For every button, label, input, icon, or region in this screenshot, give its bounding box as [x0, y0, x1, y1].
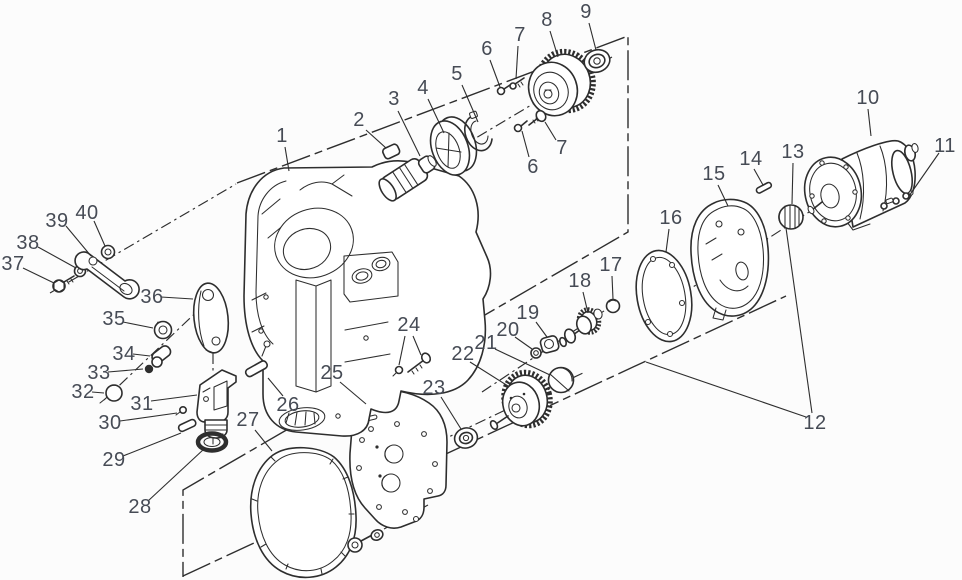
- seal-cup: [429, 116, 478, 176]
- reservoir-plate: [192, 282, 230, 354]
- end-cover: [690, 198, 770, 321]
- callout-7: 7: [514, 24, 526, 46]
- callout-11: 11: [934, 135, 956, 157]
- callout-29: 29: [102, 449, 126, 471]
- callout-5: 5: [451, 63, 463, 85]
- drive-shaft: [378, 155, 437, 202]
- pump-housing: [243, 160, 492, 437]
- mounting-screws: [392, 352, 432, 377]
- callout-19: 19: [516, 302, 540, 324]
- callout-3: 3: [388, 88, 400, 110]
- callout-15: 15: [702, 163, 726, 185]
- callout-10: 10: [856, 87, 880, 109]
- callout-22: 22: [451, 343, 475, 365]
- valve-pin-small: [177, 418, 197, 433]
- mounting-plate: [349, 389, 448, 529]
- screw-7-upper: [509, 77, 525, 90]
- callout-14: 14: [739, 148, 763, 170]
- valve-nut: [153, 320, 173, 340]
- screw-6-upper: [496, 84, 511, 96]
- callout-30: 30: [98, 412, 122, 434]
- callout-1: 1: [276, 125, 288, 147]
- callout-27: 27: [236, 409, 260, 431]
- screw-7-lower: [528, 109, 547, 126]
- callout-6: 6: [527, 156, 539, 178]
- callout-39: 39: [45, 210, 69, 232]
- bearing-lower: [453, 427, 479, 449]
- callout-2: 2: [353, 109, 365, 131]
- callout-24: 24: [397, 314, 421, 336]
- callout-18: 18: [568, 270, 592, 292]
- callout-35: 35: [102, 308, 126, 330]
- callout-13: 13: [781, 141, 805, 163]
- coupling-pin: [755, 181, 773, 194]
- callout-33: 33: [87, 362, 111, 384]
- lever-link: [74, 251, 140, 300]
- callout-4: 4: [417, 77, 429, 99]
- callout-6: 6: [481, 38, 493, 60]
- callout-34: 34: [112, 343, 136, 365]
- callout-23: 23: [422, 377, 446, 399]
- motor-terminals: [880, 197, 900, 210]
- callout-7: 7: [556, 137, 568, 159]
- callout-32: 32: [71, 381, 95, 403]
- drive-gear: [527, 48, 596, 117]
- lever-washer: [100, 244, 116, 260]
- valve-ball: [144, 356, 163, 374]
- motor: [803, 139, 919, 231]
- callout-38: 38: [16, 232, 40, 254]
- cap-plug: [547, 366, 575, 394]
- callout-21: 21: [474, 332, 498, 354]
- valve-cap: [99, 384, 123, 404]
- callout-25: 25: [320, 362, 344, 384]
- screw-6-lower: [513, 120, 528, 133]
- callout-9: 9: [580, 1, 592, 23]
- o-ring: [195, 431, 229, 453]
- callout-37: 37: [1, 253, 25, 275]
- callout-36: 36: [140, 286, 164, 308]
- steel-ball: [605, 298, 621, 314]
- valve-pin: [244, 340, 271, 378]
- callout-20: 20: [496, 319, 520, 341]
- callout-31: 31: [130, 393, 154, 415]
- callout-16: 16: [659, 207, 683, 229]
- bearing-upper: [583, 48, 611, 74]
- bottom-bolt: [347, 515, 420, 553]
- lever-screw: [52, 275, 75, 293]
- cover-gasket-rear: [635, 249, 693, 343]
- driven-gear: [489, 369, 553, 430]
- callout-8: 8: [541, 9, 553, 31]
- callout-28: 28: [128, 496, 152, 518]
- front-cover-gasket: [249, 446, 357, 579]
- callout-40: 40: [75, 202, 99, 224]
- callout-12: 12: [803, 412, 827, 434]
- callout-26: 26: [276, 394, 300, 416]
- callout-17: 17: [599, 254, 623, 276]
